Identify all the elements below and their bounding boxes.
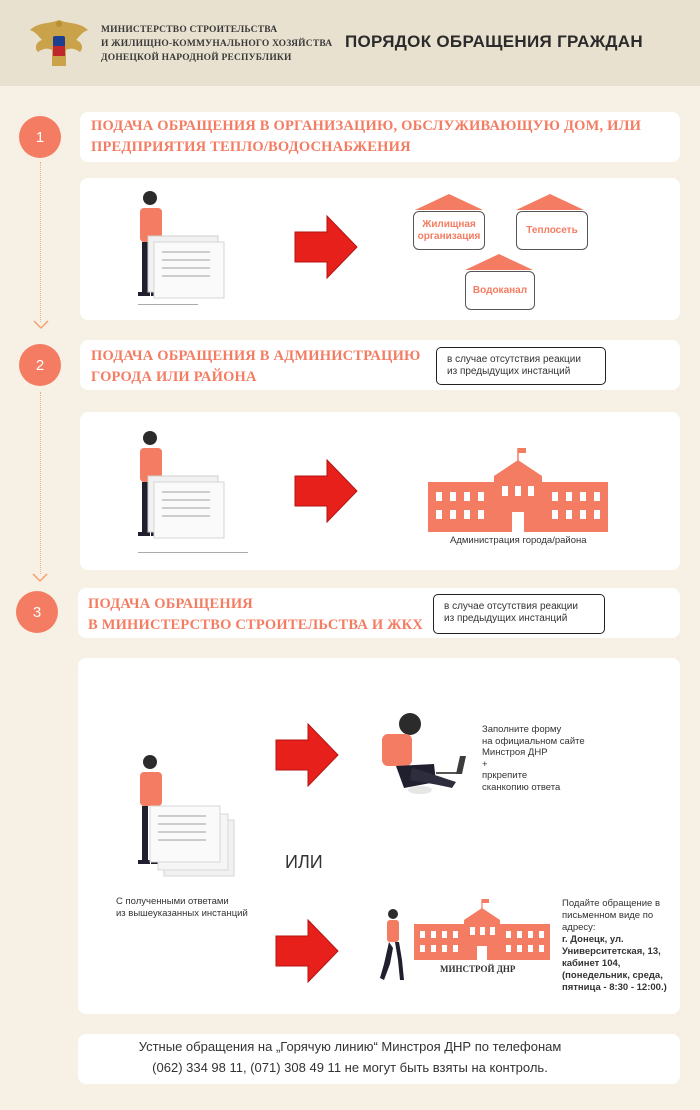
step-3-illustration-card: С полученными ответами из вышеуказанных …: [78, 658, 680, 1014]
or-label: ИЛИ: [285, 852, 323, 872]
org-housing: Жилищная организация: [413, 211, 485, 250]
written-request-instructions: Подайте обращение в письменном виде по а…: [562, 898, 667, 994]
person-with-laptop-icon: [382, 713, 466, 794]
footer-card: [78, 1034, 680, 1084]
step-1-title-line: ПРЕДПРИЯТИЯ ТЕПЛО/ВОДОСНАБЖЕНИЯ: [91, 139, 411, 155]
caption-line: из вышеуказанных инстанций: [116, 907, 248, 919]
person-with-document-icon: [138, 191, 225, 305]
step-3-title: ПОДАЧА ОБРАЩЕНИЯ В МИНИСТЕРСТВО СТРОИТЕЛ…: [88, 594, 423, 636]
step-1-title-card: ПОДАЧА ОБРАЩЕНИЯ В ОРГАНИЗАЦИЮ, ОБСЛУЖИВ…: [80, 112, 680, 162]
dotted-connector: [40, 392, 41, 574]
ministry-name-line: ДОНЕЦКОЙ НАРОДНОЙ РЕСПУБЛИКИ: [101, 53, 292, 63]
step-3-title-line: В МИНИСТЕРСТВО СТРОИТЕЛЬСТВА И ЖКХ: [88, 617, 424, 633]
ministry-name: МИНИСТЕРСТВО СТРОИТЕЛЬСТВА И ЖИЛИЩНО-КОМ…: [101, 23, 332, 65]
instruction-line: адресу:: [562, 922, 596, 933]
step-2-condition-note: в случае отсутствия реакции из предыдущи…: [436, 347, 606, 385]
hotline-notice-line: Устные обращения на „Горячую линию“ Минс…: [138, 1039, 562, 1054]
step-1-number: 1: [19, 116, 61, 158]
instruction-line: +: [482, 758, 488, 770]
city-administration-building-icon: [428, 448, 608, 532]
address-line: г. Донецк, ул.: [562, 934, 624, 945]
instruction-line: на официальном сайте: [482, 735, 585, 747]
step-2-title: ПОДАЧА ОБРАЩЕНИЯ В АДМИНИСТРАЦИЮ ГОРОДА …: [91, 346, 421, 388]
dotted-connector: [40, 162, 41, 322]
hotline-notice-line: (062) 334 98 11, (071) 308 49 11 не могу…: [152, 1060, 548, 1075]
step-1-illustration-card: Жилищная организация Теплосеть Водоканал: [80, 178, 680, 320]
note-line: в случае отсутствия реакции: [444, 601, 578, 612]
note-line: из предыдущих инстанций: [444, 613, 568, 624]
note-line: из предыдущих инстанций: [447, 366, 571, 377]
instruction-line: сканкопию ответа: [482, 781, 561, 793]
page-title: ПОРЯДОК ОБРАЩЕНИЯ ГРАЖДАН: [345, 32, 643, 51]
ministry-name-line: И ЖИЛИЩНО-КОММУНАЛЬНОГО ХОЗЯЙСТВА: [101, 39, 333, 49]
header-bar: МИНИСТЕРСТВО СТРОИТЕЛЬСТВА И ЖИЛИЩНО-КОМ…: [0, 0, 700, 86]
step-2-number: 2: [19, 344, 61, 386]
note-line: в случае отсутствия реакции: [447, 354, 581, 365]
chevron-down-icon: [33, 320, 49, 330]
roof-icon: [465, 254, 533, 270]
hotline-notice: Устные обращения на „Горячую линию“ Минс…: [78, 1036, 622, 1078]
step-2-title-card: ПОДАЧА ОБРАЩЕНИЯ В АДМИНИСТРАЦИЮ ГОРОДА …: [80, 340, 680, 390]
person-with-documents-stack-icon: [138, 755, 235, 877]
coat-of-arms-icon: [30, 20, 88, 66]
walking-person-icon: [380, 909, 404, 980]
org-water: Водоканал: [465, 271, 535, 310]
instruction-line: пркрепите: [482, 770, 528, 781]
arrow-right-icon: [294, 214, 358, 280]
step-3-title-card: ПОДАЧА ОБРАЩЕНИЯ В МИНИСТЕРСТВО СТРОИТЕЛ…: [78, 588, 680, 638]
with-answers-caption: С полученными ответами из вышеуказанных …: [116, 896, 248, 919]
instruction-line: письменном виде по: [562, 910, 654, 921]
step-1-title-line: ПОДАЧА ОБРАЩЕНИЯ В ОРГАНИЗАЦИЮ, ОБСЛУЖИВ…: [91, 118, 642, 134]
city-administration-caption: Администрация города/района: [450, 535, 587, 546]
chevron-down-icon: [32, 573, 48, 583]
step-1-title: ПОДАЧА ОБРАЩЕНИЯ В ОРГАНИЗАЦИЮ, ОБСЛУЖИВ…: [91, 116, 641, 158]
roof-icon: [516, 194, 584, 210]
instruction-line: Минстроя ДНР: [482, 747, 548, 758]
online-form-instructions: Заполните форму на официальном сайте Мин…: [482, 724, 585, 793]
step-3-title-line: ПОДАЧА ОБРАЩЕНИЯ: [88, 596, 253, 612]
org-heating: Теплосеть: [516, 211, 588, 250]
ministry-caption: МИНСТРОЙ ДНР: [440, 964, 516, 974]
address-block: г. Донецк, ул. Университетская, 13, каби…: [562, 934, 667, 994]
caption-line: С полученными ответами: [116, 896, 229, 907]
instruction-line: Заполните форму: [482, 724, 562, 735]
ministry-name-line: МИНИСТЕРСТВО СТРОИТЕЛЬСТВА: [101, 25, 278, 35]
person-with-document-icon: [138, 431, 248, 553]
step-2-illustration-card: Администрация города/района: [80, 412, 680, 570]
step-2-title-line: ГОРОДА ИЛИ РАЙОНА: [91, 369, 257, 385]
step-2-title-line: ПОДАЧА ОБРАЩЕНИЯ В АДМИНИСТРАЦИЮ: [91, 348, 421, 364]
roof-icon: [415, 194, 483, 210]
address-line: пятница - 8:30 - 12:00.): [562, 982, 667, 993]
step-3-number: 3: [16, 591, 58, 633]
instruction-line: Подайте обращение в: [562, 898, 661, 909]
address-line: кабинет 104,: [562, 958, 621, 969]
address-line: Университетская, 13,: [562, 946, 661, 957]
ministry-building-icon: [414, 899, 550, 960]
arrow-right-icon: [275, 722, 339, 788]
arrow-right-icon: [275, 918, 339, 984]
step-3-condition-note: в случае отсутствия реакции из предыдущи…: [433, 594, 605, 634]
arrow-right-icon: [294, 458, 358, 524]
address-line: (понедельник, среда,: [562, 970, 663, 981]
